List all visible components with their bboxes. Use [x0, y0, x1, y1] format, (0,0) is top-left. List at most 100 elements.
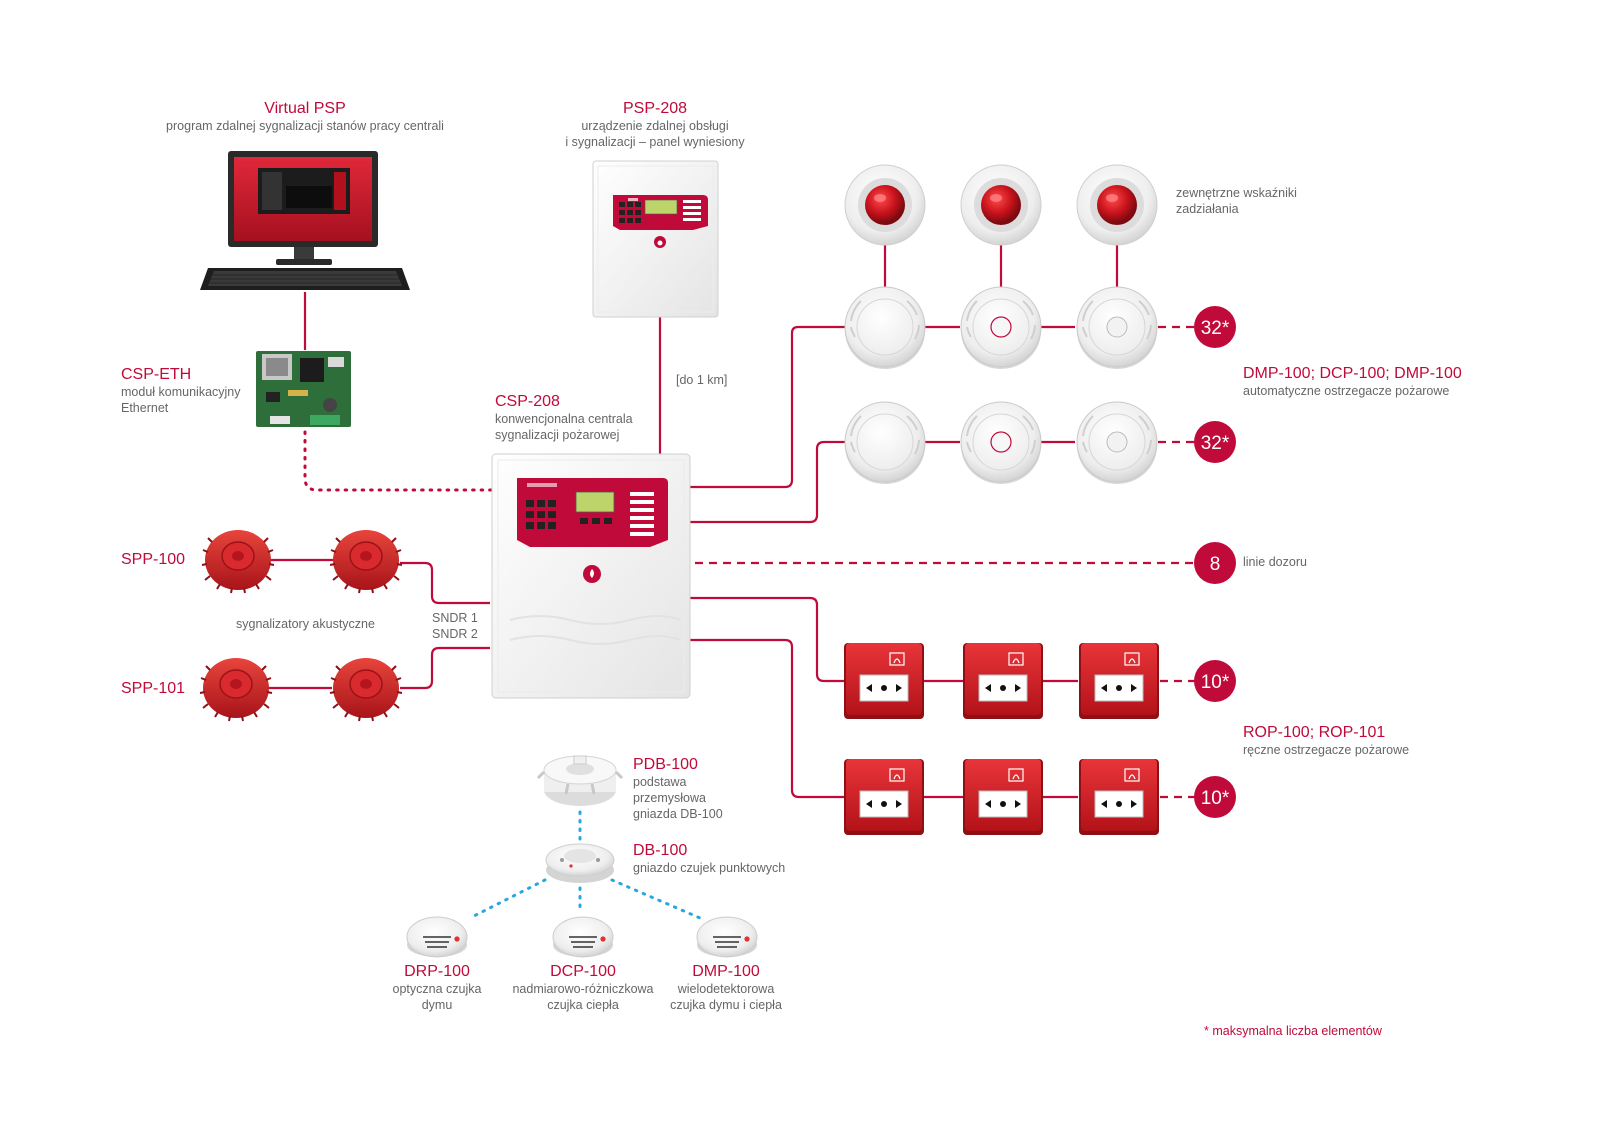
call-point-icon: [962, 758, 1044, 836]
description-line-1: nadmiarowo-różniczkowa: [512, 982, 654, 996]
computer-icon: [200, 151, 410, 290]
distance-text: [do 1 km]: [676, 373, 728, 387]
detector-socket-icon: [545, 843, 615, 883]
title: DMP-100; DCP-100; DMP-100: [1243, 365, 1462, 382]
description-line-1: zewnętrzne wskaźniki: [1176, 186, 1297, 200]
description-line-1: konwencjonalna centrala: [495, 412, 633, 426]
title: SPP-101: [121, 680, 186, 697]
title: DCP-100: [550, 963, 616, 980]
wiring: [268, 245, 1119, 799]
label-csp-208: CSP-208 konwencjonalna centrala sygnaliz…: [495, 392, 665, 443]
svg-text:10*: 10*: [1201, 672, 1230, 693]
svg-text:32*: 32*: [1201, 318, 1230, 339]
label-indicators: zewnętrzne wskaźniki zadziałania: [1176, 185, 1297, 217]
title: CSP-ETH: [121, 366, 192, 383]
label-dmp-100: DMP-100 wielodetektorowa czujka dymu i c…: [656, 962, 796, 1013]
heat-sensor-icon: [990, 316, 1012, 338]
call-point-icon: [843, 758, 925, 836]
label-dcp-100: DCP-100 nadmiarowo-różniczkowa czujka ci…: [503, 962, 663, 1013]
control-panel-icon: [592, 160, 719, 318]
description-line-1: podstawa: [633, 775, 687, 789]
dashed-wiring: [695, 325, 1195, 799]
description-line-2: dymu: [421, 998, 453, 1012]
label-detectors: DMP-100; DCP-100; DMP-100 automatyczne o…: [1243, 364, 1462, 399]
heat-detector-icon: [552, 916, 614, 958]
alarm-indicator-icon: [1076, 164, 1158, 246]
description-line-2: przemysłowa: [633, 791, 706, 805]
circuit-board-icon: [256, 351, 351, 427]
description: ręczne ostrzegacze pożarowe: [1243, 743, 1410, 757]
title: DB-100: [633, 842, 688, 859]
badge-rop-line-1: 10*: [1194, 660, 1236, 702]
description-line-2: zadziałania: [1176, 202, 1239, 216]
description-line-1: optyczna czujka: [392, 982, 482, 996]
label-rop: ROP-100; ROP-101 ręczne ostrzegacze poża…: [1243, 723, 1409, 758]
svg-text:10*: 10*: [1201, 788, 1230, 809]
call-point-icon: [962, 642, 1044, 720]
title: DRP-100: [404, 963, 470, 980]
sensor-icon: [1106, 431, 1128, 453]
badge-rop-line-2: 10*: [1194, 776, 1236, 818]
title: PSP-208: [622, 100, 688, 117]
detector-base-icon: [536, 755, 624, 806]
label-pdb-100: PDB-100 podstawa przemysłowa gniazda DB-…: [633, 755, 773, 822]
smoke-detector-icon: [406, 916, 468, 958]
description-line-2: czujka dymu i ciepła: [670, 998, 782, 1012]
label-spp-100: SPP-100: [121, 550, 185, 569]
label-sndr: SNDR 1 SNDR 2: [432, 610, 478, 642]
footnote-text: * maksymalna liczba elementów: [1204, 1024, 1382, 1038]
badge-supervision-lines: 8: [1194, 542, 1236, 584]
svg-text:32*: 32*: [1201, 433, 1230, 454]
siren-icon: [329, 529, 403, 594]
ethernet-link: [303, 430, 505, 492]
title: PDB-100: [633, 756, 698, 773]
smoke-detector-icon: [844, 286, 926, 370]
description-line-2: i sygnalizacji – panel wyniesiony: [565, 135, 745, 149]
title: ROP-100; ROP-101: [1243, 724, 1386, 741]
sndr-2-label: SNDR 2: [432, 627, 478, 641]
description-line-2: czujka ciepła: [547, 998, 619, 1012]
badge-detector-line-1: 32*: [1194, 306, 1236, 348]
footnote: * maksymalna liczba elementów: [1204, 1023, 1382, 1039]
call-point-icon: [1078, 642, 1160, 720]
description: sygnalizatory akustyczne: [236, 617, 375, 631]
label-spp-101: SPP-101: [121, 679, 185, 698]
description-line-2: sygnalizacji pożarowej: [495, 428, 620, 442]
socket-links: [468, 810, 702, 920]
description: gniazdo czujek punktowych: [633, 861, 786, 875]
label-csp-eth: CSP-ETH moduł komunikacyjny Ethernet: [121, 365, 261, 416]
heat-sensor-icon: [990, 431, 1012, 453]
distance-label: [do 1 km]: [676, 372, 727, 388]
label-acoustic: sygnalizatory akustyczne: [236, 616, 375, 632]
label-supervision: linie dozoru: [1243, 554, 1307, 570]
sensor-icon: [1106, 316, 1128, 338]
badge-detector-line-2: 32*: [1194, 421, 1236, 463]
label-db-100: DB-100 gniazdo czujek punktowych: [633, 841, 813, 876]
description-line-2: Ethernet: [121, 401, 169, 415]
label-virtual-psp: Virtual PSP program zdalnej sygnalizacji…: [150, 99, 460, 134]
alarm-indicator-icon: [960, 164, 1042, 246]
siren-icon: [199, 657, 273, 722]
multisensor-detector-icon: [696, 916, 758, 958]
description: linie dozoru: [1243, 555, 1307, 569]
description-line-1: moduł komunikacyjny: [121, 385, 241, 399]
title: DMP-100: [692, 963, 760, 980]
call-point-icon: [1078, 758, 1160, 836]
label-psp-208: PSP-208 urządzenie zdalnej obsługi i syg…: [540, 99, 770, 150]
sndr-1-label: SNDR 1: [432, 611, 478, 625]
siren-icon: [329, 657, 403, 722]
title: CSP-208: [495, 393, 560, 410]
description: program zdalnej sygnalizacji stanów prac…: [166, 119, 444, 133]
call-point-icon: [843, 642, 925, 720]
description: automatyczne ostrzegacze pożarowe: [1243, 384, 1450, 398]
description-line-1: urządzenie zdalnej obsługi: [581, 119, 729, 133]
description-line-1: wielodetektorowa: [677, 982, 775, 996]
label-drp-100: DRP-100 optyczna czujka dymu: [377, 962, 497, 1013]
title: SPP-100: [121, 551, 186, 568]
description-line-3: gniazda DB-100: [633, 807, 723, 821]
control-panel-icon: [491, 453, 691, 699]
siren-icon: [201, 529, 275, 594]
smoke-detector-icon: [844, 401, 926, 485]
